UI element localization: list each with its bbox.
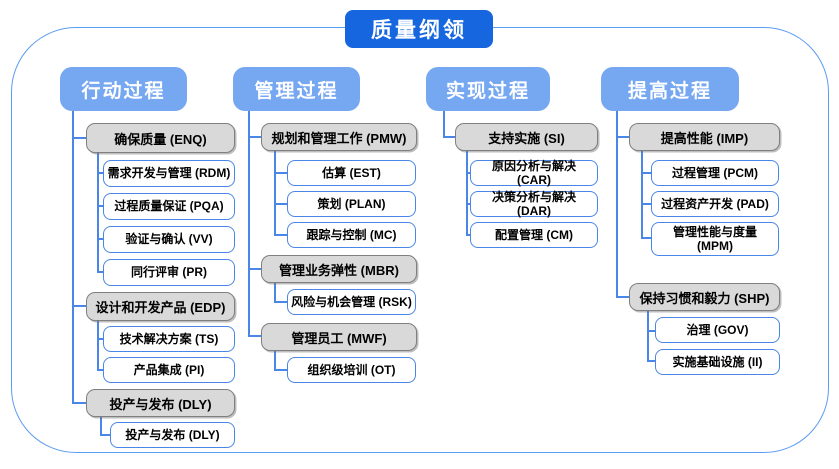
connector-line <box>72 305 86 307</box>
connector-line <box>641 203 651 205</box>
item-pi: 产品集成 (PI) <box>103 357 235 383</box>
connector-line <box>248 268 261 270</box>
connector-line <box>72 402 86 404</box>
section-shp: 保持习惯和毅力 (SHP) <box>629 283 780 311</box>
connector-line <box>616 111 618 298</box>
item-ot: 组织级培训 (OT) <box>287 357 416 383</box>
connector-line <box>274 172 287 174</box>
item-gov: 治理 (GOV) <box>655 317 780 343</box>
connector-line <box>97 153 99 273</box>
connector-line <box>466 151 468 235</box>
item-dly: 投产与发布 (DLY) <box>110 422 235 448</box>
connector-line <box>97 238 103 240</box>
section-si: 支持实施 (SI) <box>455 123 598 151</box>
connector-line <box>72 111 74 403</box>
item-rsk: 风险与机会管理 (RSK) <box>287 289 416 315</box>
item-cm: 配置管理 (CM) <box>470 222 598 248</box>
item-dar: 决策分析与解决 (DAR) <box>470 190 598 218</box>
item-plan: 策划 (PLAN) <box>287 191 416 217</box>
connector-line <box>97 338 103 340</box>
item-ii: 实施基础设施 (II) <box>655 349 780 375</box>
connector-line <box>72 137 86 139</box>
connector-line <box>274 151 276 235</box>
connector-line <box>248 111 250 337</box>
item-mc: 跟踪与控制 (MC) <box>287 222 416 248</box>
section-mbr: 管理业务弹性 (MBR) <box>261 255 417 283</box>
connector-line <box>616 296 629 298</box>
section-edp: 设计和开发产品 (EDP) <box>86 292 235 321</box>
connector-line <box>274 283 276 303</box>
connector-line <box>274 351 276 371</box>
connector-line <box>248 136 261 138</box>
item-pcm: 过程管理 (PCM) <box>651 160 779 186</box>
connector-line <box>443 136 455 138</box>
item-est: 估算 (EST) <box>287 160 416 186</box>
connector-line <box>641 151 643 239</box>
connector-line <box>97 271 103 273</box>
section-mwf: 管理员工 (MWF) <box>261 323 417 351</box>
item-car: 原因分析与解决 (CAR) <box>470 159 598 187</box>
item-rdm: 需求开发与管理 (RDM) <box>103 160 235 187</box>
item-pr: 同行评审 (PR) <box>103 259 235 286</box>
item-ts: 技术解决方案 (TS) <box>103 326 235 352</box>
connector-line <box>443 111 445 138</box>
header-management-process: 管理过程 <box>233 67 360 111</box>
connector-line <box>97 172 103 174</box>
connector-line <box>100 417 102 436</box>
connector-line <box>274 369 287 371</box>
connector-line <box>466 203 470 205</box>
section-enq: 确保质量 (ENQ) <box>86 123 235 153</box>
section-dly: 投产与发布 (DLY) <box>86 389 235 417</box>
connector-line <box>641 237 651 239</box>
connector-line <box>616 136 629 138</box>
connector-line <box>647 311 649 362</box>
connector-line <box>647 330 655 332</box>
connector-line <box>466 172 470 174</box>
item-pad: 过程资产开发 (PAD) <box>651 191 779 217</box>
connector-line <box>466 234 470 236</box>
connector-line <box>97 369 103 371</box>
header-action-process: 行动过程 <box>60 67 187 111</box>
connector-line <box>641 172 651 174</box>
item-pqa: 过程质量保证 (PQA) <box>103 193 235 220</box>
connector-line <box>248 335 261 337</box>
section-imp: 提高性能 (IMP) <box>629 123 780 151</box>
page-title: 质量纲领 <box>345 10 493 48</box>
item-mpm: 管理性能与度量 (MPM) <box>651 222 779 256</box>
item-vv: 验证与确认 (VV) <box>103 226 235 253</box>
connector-line <box>274 203 287 205</box>
connector-line <box>100 434 110 436</box>
connector-line <box>647 360 655 362</box>
connector-line <box>97 321 99 371</box>
connector-line <box>274 234 287 236</box>
section-pmw: 规划和管理工作 (PMW) <box>261 123 417 151</box>
header-improvement-process: 提高过程 <box>601 67 739 111</box>
connector-line <box>97 205 103 207</box>
connector-line <box>274 301 287 303</box>
header-implementation-process: 实现过程 <box>426 67 550 111</box>
